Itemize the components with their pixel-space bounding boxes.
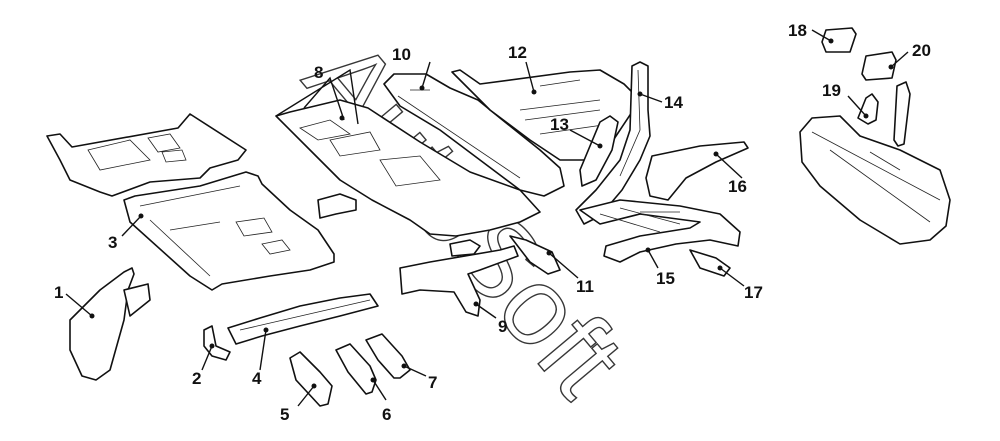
part-20-housing (861, 51, 909, 81)
callout-12: 12 (508, 43, 527, 62)
part-13-bracket (569, 115, 619, 187)
callout-9: 9 (498, 317, 507, 336)
part-11-bracket (509, 235, 579, 279)
part-8-center-floor (275, 68, 541, 237)
callout-1: 1 (54, 283, 63, 302)
part-4-rail (227, 293, 379, 371)
callout-11: 11 (576, 277, 594, 296)
part-19-sender (847, 93, 879, 125)
callout-19: 19 (822, 81, 841, 100)
callout-10: 10 (392, 45, 411, 64)
callout-8: 8 (314, 63, 323, 82)
part-1-bracket (65, 267, 151, 381)
callout-4: 4 (252, 369, 262, 388)
part-6-bracket (335, 343, 387, 401)
part-9-rail (399, 245, 519, 319)
callout-16: 16 (728, 177, 747, 196)
callout-2: 2 (192, 369, 201, 388)
callout-13: 13 (550, 115, 569, 134)
callout-18: 18 (788, 21, 807, 40)
callout-17: 17 (744, 283, 763, 302)
part-18-cover (811, 27, 857, 53)
callout-3: 3 (108, 233, 117, 252)
callout-5: 5 (280, 405, 289, 424)
side-members (317, 193, 481, 257)
part-7-bracket (365, 333, 427, 379)
callout-20: 20 (912, 41, 931, 60)
callout-6: 6 (382, 405, 391, 424)
part-15-crossmember (579, 199, 741, 269)
callout-7: 7 (428, 373, 437, 392)
rear-floor-outline (46, 113, 247, 197)
callout-15: 15 (656, 269, 675, 288)
callout-labels: 1 2 3 4 5 6 7 8 9 10 11 12 13 14 15 16 1… (54, 21, 931, 424)
part-17-bracket (689, 249, 745, 287)
part-3-floor-pan (121, 171, 335, 291)
callout-14: 14 (664, 93, 683, 112)
part-10-crossmember (383, 61, 565, 197)
part-2-bracket (201, 325, 231, 371)
fuel-tank (799, 81, 951, 245)
part-5-bracket (289, 351, 333, 407)
part-16-rail (645, 141, 749, 201)
